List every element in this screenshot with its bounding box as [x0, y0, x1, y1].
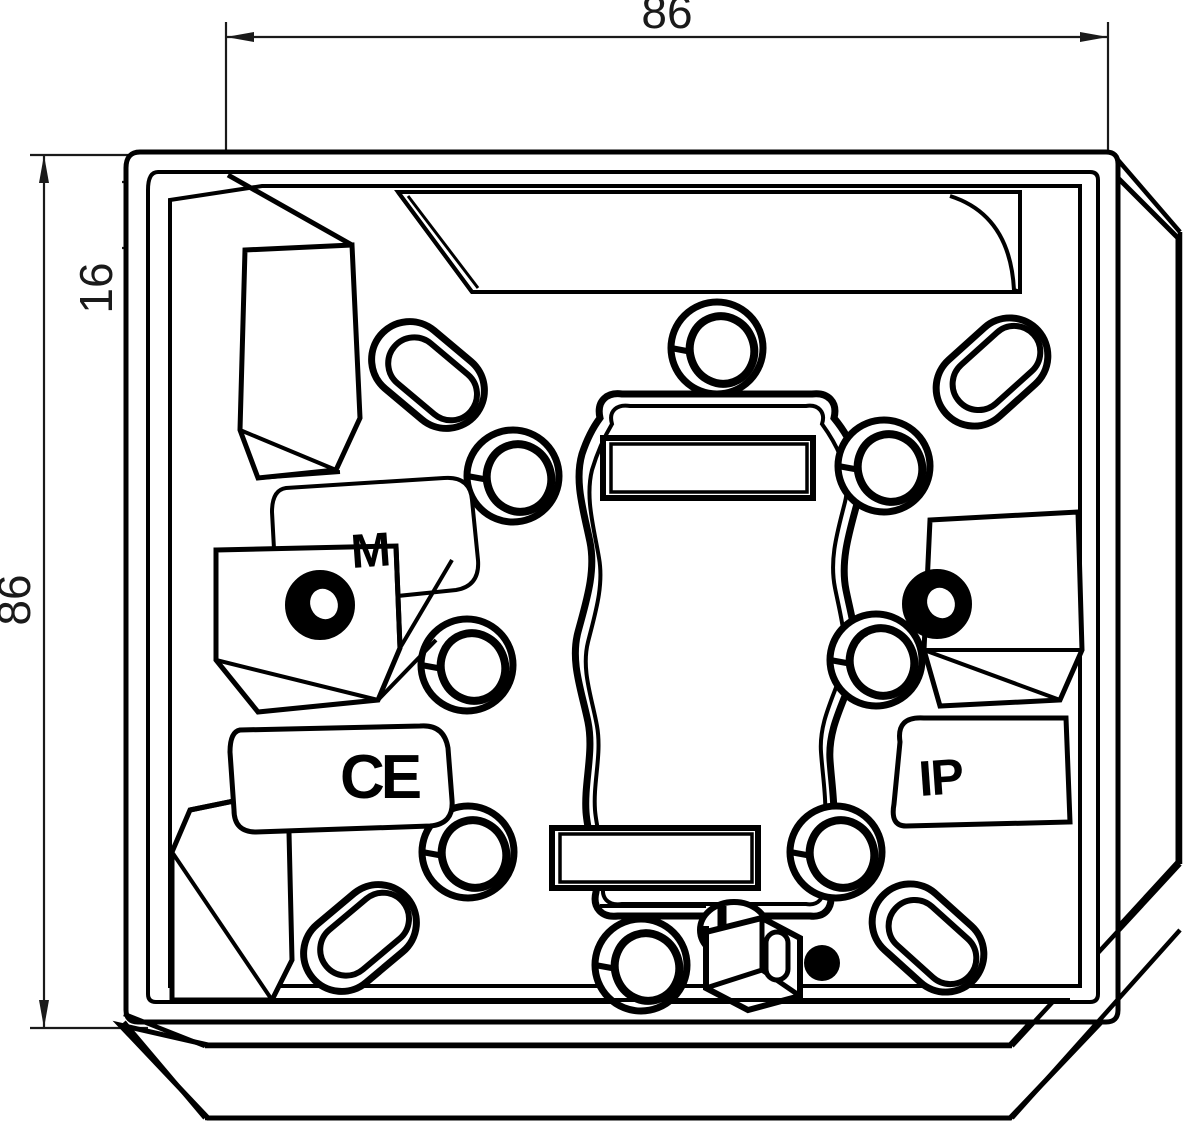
boss-lm-notch: [420, 662, 444, 672]
marking-pad-ce: [227, 723, 455, 835]
mounting-boss-right-mid: [826, 610, 926, 710]
pad-logo-edge3: [398, 558, 454, 650]
slot-lower-right: [868, 880, 988, 996]
boss-ul-edge2: [226, 172, 354, 248]
dim-arrows-height: [39, 155, 49, 1028]
mounting-boss-right-upper: [834, 416, 934, 516]
boss-tc-notch: [670, 345, 693, 355]
cable-slot-bottom-inner: [558, 832, 754, 884]
boss-bc-notch: [594, 962, 618, 972]
mounting-boss-left-lower: [418, 802, 518, 902]
boss-lm-inner: [436, 629, 510, 705]
slot-ll-inner: [317, 889, 412, 979]
pad-logo-edge4: [376, 638, 438, 702]
arrow-right-width: [1080, 32, 1108, 42]
mounting-boss-bottom-center: [591, 915, 691, 1015]
screw-hole-left: [285, 570, 355, 640]
mounting-boss-left-mid: [417, 615, 517, 715]
slot-ur-inner: [949, 322, 1044, 414]
boss-rl-notch: [789, 849, 813, 859]
dimension-width-label: 86: [641, 0, 692, 38]
cable-slot-top: [600, 435, 816, 501]
boss-rm-inner: [845, 624, 919, 700]
dim-arrows-width: [226, 32, 1108, 42]
slot-lower-left: [300, 881, 420, 995]
mounting-boss-top-center: [667, 298, 767, 398]
terminal-detail: [697, 899, 840, 1014]
boss-ll-edge1: [170, 850, 274, 1002]
slot-upper-left: [368, 318, 488, 432]
bottom-rib-group: [272, 904, 1070, 1002]
screw-right-bore: [922, 582, 960, 624]
arrow-left-width: [226, 32, 254, 42]
arrow-top-height: [39, 155, 49, 183]
rib-r1: [929, 510, 1079, 522]
pad-ip-shape: [890, 715, 1073, 829]
top-channel: [394, 190, 1022, 294]
boss-ll2-notch: [421, 849, 445, 859]
pad-ce-shape: [227, 723, 455, 835]
logo-marking-label: M: [349, 523, 393, 579]
boss-lu-notch: [466, 473, 490, 483]
right-rib-group: [924, 510, 1082, 708]
dimension-group-width: [224, 22, 1110, 172]
boss-rl-inner: [805, 816, 879, 892]
top-channel-inner-line: [406, 195, 480, 289]
boss-ru-notch: [837, 463, 861, 473]
boss-rm-notch: [829, 657, 853, 667]
cable-slot-top-inner: [609, 442, 809, 494]
top-channel-right-fillet: [949, 194, 1021, 294]
boss-tc-inner: [685, 312, 759, 388]
boss-ul-edge1: [239, 428, 337, 472]
pad-ru-edge1: [923, 648, 1061, 702]
slot-upper-right: [932, 314, 1052, 430]
rating-marking-label: IP: [917, 748, 965, 807]
cable-slot-bottom: [549, 825, 761, 891]
slot-ul-inner: [385, 334, 480, 424]
screw-hole-right: [902, 569, 972, 639]
rib-r3: [939, 698, 1061, 708]
top-channel-face: [394, 190, 1022, 294]
boss-lu-inner: [482, 440, 556, 516]
ce-marking-label: CE: [340, 743, 420, 812]
pad-logo-edge1: [215, 658, 379, 702]
boss-ul-edge3: [257, 470, 341, 480]
top-channel-left-edge: [396, 190, 474, 294]
dimension-depth-label: 16: [70, 262, 122, 313]
corner-boss-upper-left: [226, 172, 363, 481]
mounting-boss-left-upper: [463, 426, 563, 526]
slot-lr-inner: [885, 896, 980, 988]
dimension-height-label: 86: [0, 574, 40, 625]
terminal-dot: [804, 945, 840, 981]
marking-pad-ip: [890, 715, 1073, 829]
pad-logo-edge2: [393, 545, 403, 649]
boss-ru-inner: [853, 430, 927, 506]
arrow-bot-height: [39, 1000, 49, 1028]
boss-ul-body: [237, 242, 363, 481]
boss-ll2-inner: [437, 816, 511, 892]
terminal-bore: [763, 929, 791, 983]
mounting-boss-right-lower: [786, 802, 886, 902]
screw-left-bore: [305, 583, 343, 625]
